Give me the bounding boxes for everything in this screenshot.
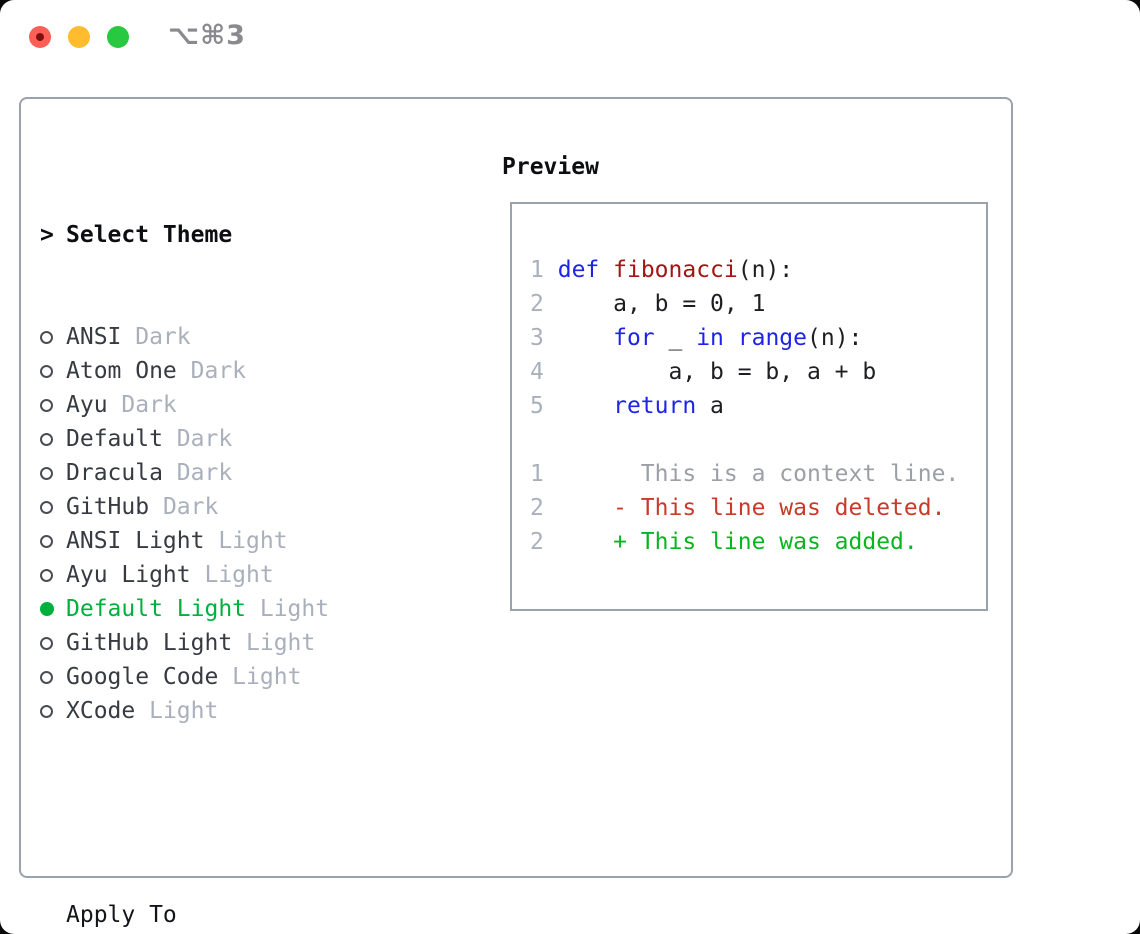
theme-variant: Dark [121, 324, 191, 350]
apply-to-header: Apply To [66, 902, 177, 928]
spacer [40, 796, 470, 830]
theme-variant: Light [218, 664, 302, 690]
radio-icon [40, 534, 53, 548]
zoom-button[interactable] [107, 26, 129, 48]
theme-list-header-row: > Select Theme [40, 218, 470, 252]
theme-option-default[interactable]: Default Dark [40, 422, 470, 456]
preview-line: 2 - This line was deleted. [530, 495, 946, 521]
theme-variant: Dark [149, 494, 219, 520]
radio-icon [40, 500, 53, 514]
theme-option-atom-one[interactable]: Atom One Dark [40, 354, 470, 388]
theme-option-ayu-light[interactable]: Ayu Light Light [40, 558, 470, 592]
apply-to-header-row: Apply To [40, 898, 470, 932]
theme-option-default-light[interactable]: Default Light Light [40, 592, 470, 626]
theme-name: Ayu [66, 392, 108, 418]
theme-option-github[interactable]: GitHub Dark [40, 490, 470, 524]
theme-option-ansi[interactable]: ANSI Dark [40, 320, 470, 354]
theme-variant: Light [204, 528, 288, 554]
theme-list-header: Select Theme [66, 222, 233, 248]
preview-line [530, 423, 986, 457]
radio-icon [40, 466, 53, 480]
theme-option-dracula[interactable]: Dracula Dark [40, 456, 470, 490]
preview-line: 2 a, b = 0, 1 [530, 291, 766, 317]
close-button[interactable] [29, 26, 51, 48]
theme-option-ansi-light[interactable]: ANSI Light Light [40, 524, 470, 558]
cursor-icon: > [40, 222, 54, 248]
preview-line: 4 a, b = b, a + b [530, 359, 877, 385]
theme-name: Dracula [66, 460, 163, 486]
theme-name: GitHub Light [66, 630, 233, 656]
radio-icon [40, 330, 53, 344]
preview-line: 1 This is a context line. [530, 461, 960, 487]
minimize-button[interactable] [68, 26, 90, 48]
theme-name: Google Code [66, 664, 219, 690]
theme-name: Ayu Light [66, 562, 191, 588]
titlebar: ⌥⌘3 [0, 0, 1140, 74]
theme-name: Default Light [66, 596, 247, 622]
theme-variant: Light [135, 698, 219, 724]
radio-selected-icon [40, 602, 54, 616]
radio-icon [40, 364, 53, 378]
preview-line: 5 return a [530, 393, 724, 419]
radio-icon [40, 704, 53, 718]
theme-name: ANSI Light [66, 528, 205, 554]
theme-name: Atom One [66, 358, 177, 384]
theme-variant: Dark [107, 392, 177, 418]
theme-name: ANSI [66, 324, 122, 350]
radio-icon [40, 670, 53, 684]
preview-box: 1 def fibonacci(n): 2 a, b = 0, 1 3 for _ … [510, 202, 988, 611]
theme-variant: Light [246, 596, 330, 622]
window-title: ⌥⌘3 [168, 20, 246, 51]
preview-line: 2 + This line was added. [530, 529, 918, 555]
radio-icon [40, 432, 53, 446]
theme-variant: Dark [176, 358, 247, 384]
theme-variant: Light [190, 562, 274, 588]
theme-option-xcode[interactable]: XCode Light [40, 694, 470, 728]
radio-icon [40, 636, 53, 650]
radio-icon [40, 568, 53, 582]
theme-name: Default [66, 426, 163, 452]
theme-name: XCode [66, 698, 136, 724]
theme-name: GitHub [66, 494, 150, 520]
theme-option-ayu[interactable]: Ayu Dark [40, 388, 470, 422]
theme-option-github-light[interactable]: GitHub Light Light [40, 626, 470, 660]
preview-line: 1 def fibonacci(n): [530, 257, 794, 283]
theme-variant: Light [232, 630, 316, 656]
radio-icon [40, 398, 53, 412]
theme-variant: Dark [162, 426, 233, 452]
theme-option-google-code[interactable]: Google Code Light [40, 660, 470, 694]
theme-variant: Dark [162, 460, 233, 486]
preview-label: Preview [502, 154, 599, 180]
preview-line: 3 for _ in range(n): [530, 325, 863, 351]
